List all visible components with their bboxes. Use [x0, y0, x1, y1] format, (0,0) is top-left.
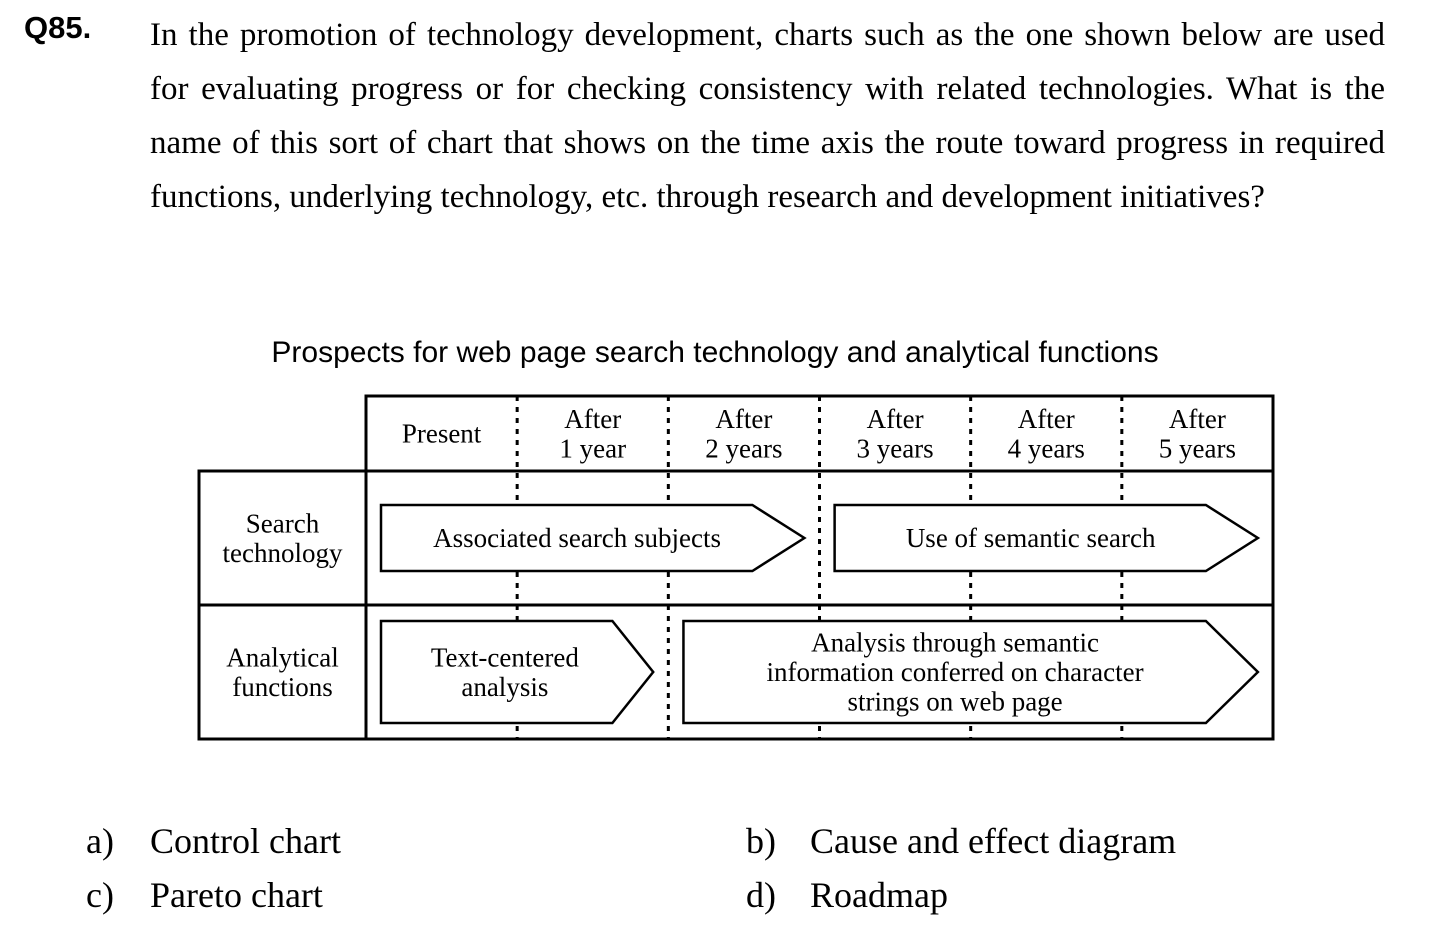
arrow-label-line: strings on web page [847, 687, 1062, 717]
column-header: Present [402, 419, 482, 449]
arrow-label: Use of semantic search [906, 523, 1156, 553]
question-number: Q85. [24, 10, 92, 45]
option-c[interactable]: c) Pareto chart [86, 874, 323, 916]
column-header-line: 4 years [1008, 433, 1085, 463]
column-header-line: 3 years [856, 433, 933, 463]
column-header-line: After [1169, 404, 1226, 434]
column-header-line: Present [402, 419, 482, 449]
row-label-line: Search [246, 508, 320, 538]
row-label-line: technology [223, 538, 343, 568]
option-a[interactable]: a) Control chart [86, 820, 341, 862]
option-c-letter: c) [86, 875, 114, 915]
option-c-text: Pareto chart [150, 875, 323, 915]
roadmap-arrow [379, 619, 655, 725]
column-header-line: After [564, 404, 621, 434]
arrow-label-line: Text-centered [431, 642, 580, 672]
arrow-label-line: Use of semantic search [906, 523, 1156, 553]
figure-title: Prospects for web page search technology… [271, 336, 1159, 369]
option-b-text: Cause and effect diagram [810, 821, 1177, 861]
column-header-line: 1 year [559, 433, 626, 463]
arrow-label-line: Associated search subjects [433, 523, 721, 553]
option-b-letter: b) [746, 821, 776, 861]
arrow-label-line: information conferred on character [767, 657, 1144, 687]
column-header-line: After [715, 404, 772, 434]
roadmap-arrow [833, 503, 1261, 573]
option-d-letter: d) [746, 875, 776, 915]
column-header-line: After [867, 404, 924, 434]
column-header-line: 2 years [705, 433, 782, 463]
option-a-text: Control chart [150, 821, 341, 861]
row-label-line: Analytical [226, 642, 338, 672]
row-label-line: functions [232, 672, 333, 702]
column-header-line: 5 years [1159, 433, 1236, 463]
roadmap-arrow [682, 619, 1260, 725]
question-text: In the promotion of technology developme… [150, 17, 1385, 215]
column-header-line: After [1018, 404, 1075, 434]
roadmap-arrow [379, 503, 807, 573]
option-b[interactable]: b) Cause and effect diagram [746, 820, 1176, 862]
arrow-label: Associated search subjects [433, 523, 721, 553]
arrow-label-line: analysis [461, 672, 548, 702]
option-a-letter: a) [86, 821, 114, 861]
arrow-label-line: Analysis through semantic [811, 628, 1099, 658]
option-d-text: Roadmap [810, 875, 948, 915]
option-d[interactable]: d) Roadmap [746, 874, 948, 916]
